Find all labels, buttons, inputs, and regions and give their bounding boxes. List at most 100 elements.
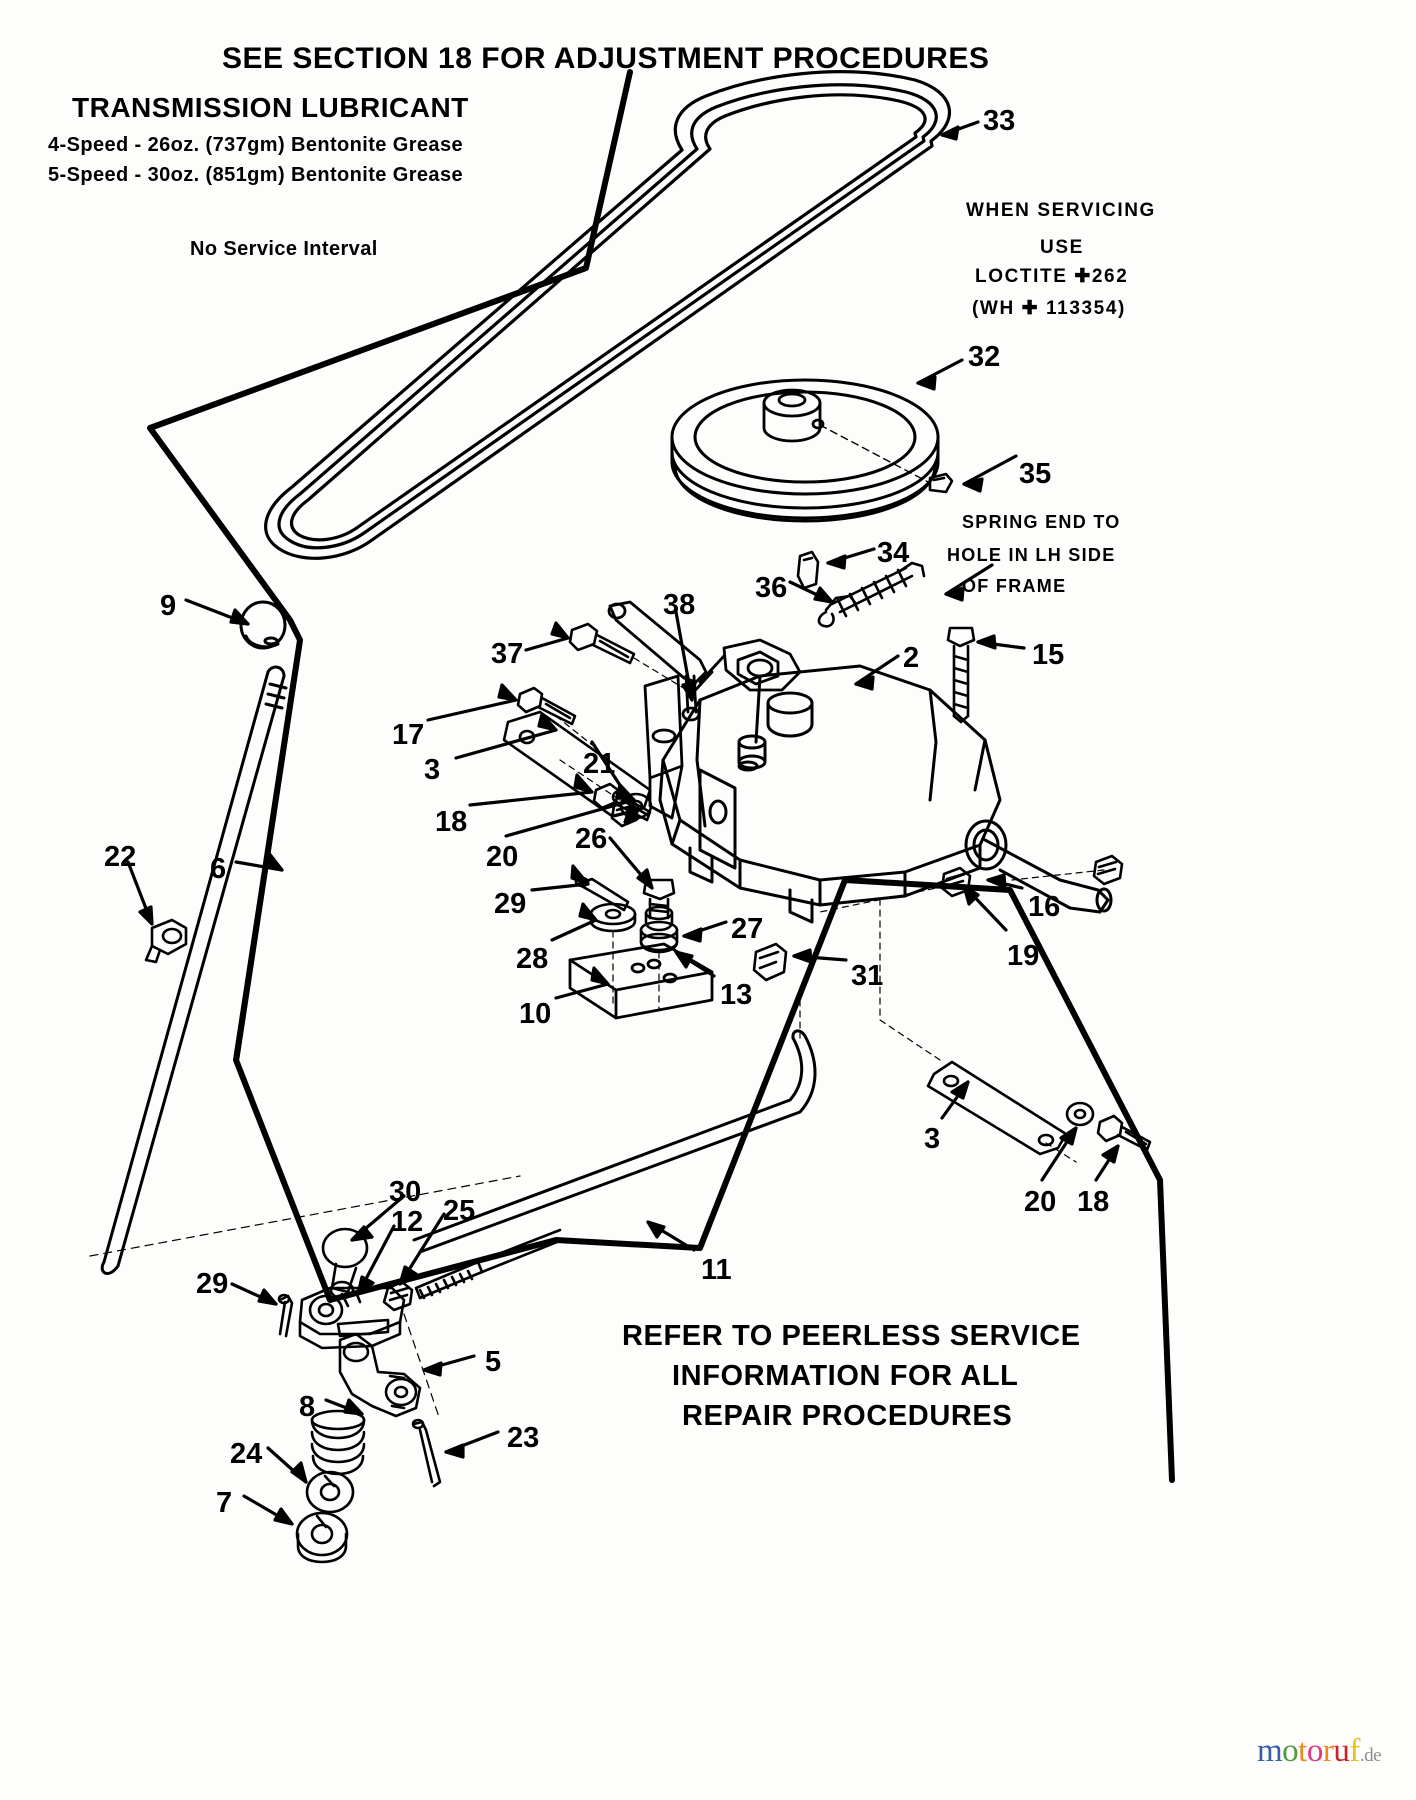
callout-number-29b: 29 (196, 1268, 229, 1300)
hex-bolt-18b (1096, 1114, 1152, 1152)
callout-number-11: 11 (701, 1254, 732, 1286)
hex-nut-16 (1092, 854, 1124, 886)
watermark-letter-5: u (1333, 1733, 1350, 1769)
shift-lever-arm-5 (338, 1332, 422, 1418)
pulley-hub (762, 388, 825, 443)
callout-number-16: 16 (1028, 891, 1061, 923)
clip-22 (144, 918, 188, 964)
lubricant-spec-5speed: 5-Speed - 30oz. (851gm) Bentonite Grease (48, 164, 464, 186)
callout-number-20b: 20 (1024, 1186, 1057, 1218)
watermark-letter-3: o (1306, 1733, 1324, 1769)
frame-outline (147, 69, 1175, 1483)
callout-number-30: 30 (389, 1176, 422, 1208)
pulley (670, 378, 940, 523)
callout-number-29: 29 (494, 888, 527, 920)
watermark-letter-2: t (1298, 1733, 1307, 1769)
callout-number-12: 12 (391, 1206, 424, 1238)
footer-note-line-2: INFORMATION FOR ALL (672, 1360, 1019, 1392)
loctite-note-line-4: (WH ✚ 113354) (972, 298, 1126, 319)
callout-number-22: 22 (104, 841, 137, 873)
spring-note-line-3: OF FRAME (962, 576, 1067, 596)
cotter-pin-29b (277, 1293, 294, 1338)
motoruf-watermark: motoruf.de (1257, 1733, 1382, 1769)
lubricant-title: TRANSMISSION LUBRICANT (72, 92, 469, 123)
bolt-13 (642, 878, 676, 920)
loctite-note-line-3: LOCTITE ✚262 (975, 266, 1129, 287)
ball-knob-30 (321, 1227, 369, 1300)
spring-note-line-1: SPRING END TO (962, 512, 1121, 532)
washer-24 (305, 1470, 355, 1514)
loctite-note-line-2: USE (1040, 237, 1084, 258)
nut-leaders (819, 869, 1105, 913)
footer-note-line-3: REPAIR PROCEDURES (682, 1400, 1013, 1432)
shift-block-leader (89, 1175, 521, 1421)
service-interval-note: No Service Interval (190, 238, 378, 260)
callout-number-21: 21 (583, 748, 616, 780)
loctite-note-line-1: WHEN SERVICING (966, 200, 1156, 221)
callout-number-35: 35 (1019, 458, 1052, 490)
callout-number-9: 9 (160, 590, 177, 622)
callout-number-13: 13 (720, 979, 753, 1011)
callout-leaders (126, 120, 1120, 1526)
callout-number-3b: 3 (924, 1123, 941, 1155)
callout-number-25: 25 (443, 1195, 476, 1227)
lubricant-spec-4speed: 4-Speed - 26oz. (737gm) Bentonite Grease (48, 134, 464, 156)
callout-number-19: 19 (1007, 940, 1040, 972)
callout-number-37: 37 (491, 638, 524, 670)
washer-7 (295, 1511, 349, 1564)
watermark-letter-6: f (1349, 1733, 1360, 1769)
callout-number-20: 20 (486, 841, 519, 873)
housing-mount-bracket (643, 674, 684, 820)
extension-spring (817, 561, 926, 628)
callout-number-23: 23 (507, 1422, 540, 1454)
callout-number-26: 26 (575, 823, 608, 855)
shift-control-arm (607, 600, 802, 722)
set-screw-leader (819, 424, 931, 484)
callout-number-18b: 18 (1077, 1186, 1110, 1218)
callout-number-2: 2 (903, 642, 920, 674)
callout-number-6: 6 (210, 853, 227, 885)
mount-plate (568, 942, 714, 1020)
watermark-letter-4: r (1322, 1733, 1334, 1769)
callout-number-8: 8 (299, 1391, 316, 1423)
hex-bolt-37 (568, 622, 636, 665)
callout-number-33: 33 (983, 105, 1016, 137)
watermark-suffix: .de (1359, 1745, 1382, 1766)
flat-washer-28 (589, 902, 637, 933)
callout-number-7: 7 (216, 1487, 233, 1519)
carriage-bolt-15 (946, 626, 976, 724)
callout-number-31: 31 (851, 960, 884, 992)
callout-number-27: 27 (731, 913, 764, 945)
hex-bolt-37-leader (633, 657, 691, 693)
brake-rod (412, 1029, 817, 1254)
shift-rod (100, 600, 288, 1275)
callout-number-38: 38 (663, 589, 696, 621)
spring-clip (796, 550, 820, 590)
footer-note-line-1: REFER TO PEERLESS SERVICE (622, 1320, 1081, 1352)
spring-8 (310, 1409, 366, 1476)
cotter-pin-23 (411, 1418, 442, 1488)
callout-number-36: 36 (755, 572, 788, 604)
link-rod-lower (926, 1060, 1068, 1156)
callout-number-10: 10 (519, 998, 552, 1030)
callout-number-3: 3 (424, 754, 441, 786)
lower-rod-leader (879, 899, 1077, 1163)
drive-belt (264, 70, 951, 560)
threaded-rod-25 (414, 1228, 564, 1300)
callout-number-5: 5 (485, 1346, 502, 1378)
callout-number-28: 28 (516, 943, 549, 975)
spring-note-line-2: HOLE IN LH SIDE (947, 545, 1116, 565)
bracket-31 (752, 942, 788, 982)
set-screw (928, 472, 954, 494)
watermark-letter-1: o (1282, 1733, 1299, 1769)
callout-number-18: 18 (435, 806, 468, 838)
callout-number-24: 24 (230, 1438, 263, 1470)
callout-number-15: 15 (1032, 639, 1065, 671)
callout-number-34: 34 (877, 537, 910, 569)
callout-number-32: 32 (968, 341, 1001, 373)
hex-bolt-17 (516, 686, 577, 726)
lock-washer-20b (1065, 1101, 1095, 1127)
link-rod-upper-leaders (555, 715, 621, 801)
